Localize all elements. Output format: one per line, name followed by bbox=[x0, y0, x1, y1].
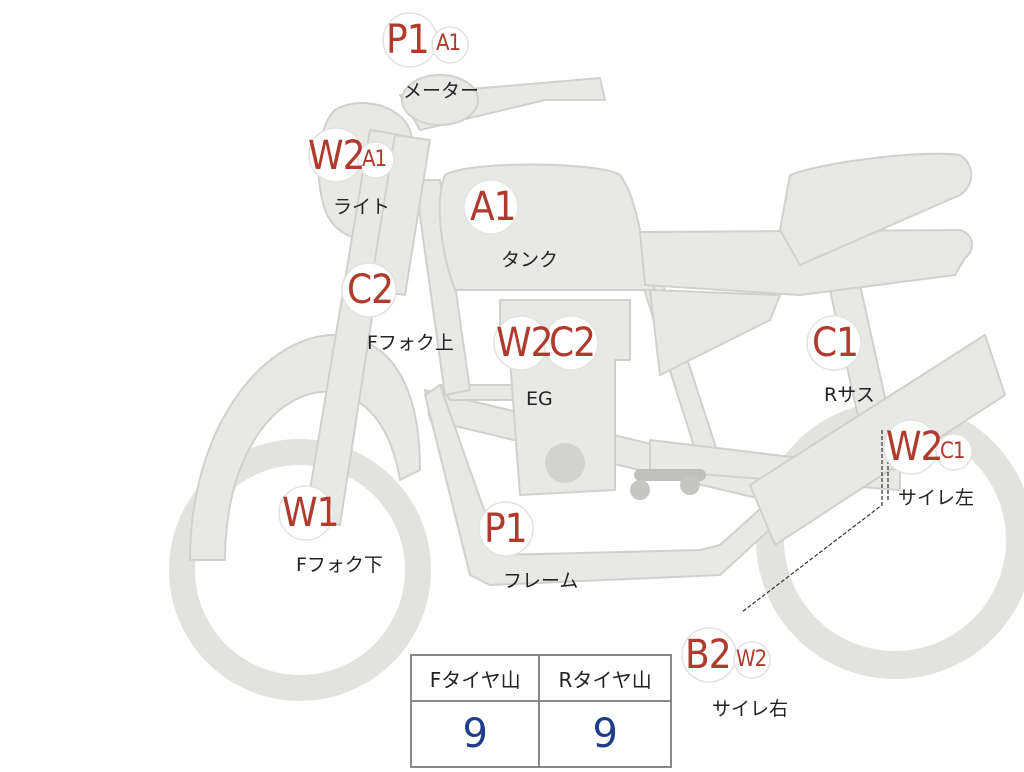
muffler-left-label: サイレ左 bbox=[898, 487, 975, 509]
meter-grade-primary: P1 bbox=[386, 17, 430, 63]
rsus-grade: C1 bbox=[812, 320, 859, 366]
light-grade-primary: W2 bbox=[308, 133, 365, 179]
meter-label: メーター bbox=[403, 80, 480, 102]
muffler-left-grade-secondary: C1 bbox=[940, 439, 965, 464]
frame-grade: P1 bbox=[484, 506, 528, 552]
meter-grade-secondary: A1 bbox=[436, 31, 461, 56]
rear-tire-header: Rタイヤ山 bbox=[538, 654, 672, 702]
tire-tread-table: Fタイヤ山 Rタイヤ山 9 9 bbox=[409, 654, 672, 768]
front-fender bbox=[189, 334, 421, 561]
rsus-label: Rサス bbox=[824, 384, 875, 406]
rear-tire-value: 9 bbox=[538, 700, 672, 768]
light-label: ライト bbox=[333, 196, 391, 218]
engine-label: EG bbox=[526, 388, 553, 410]
muffler-right-grade-secondary: W2 bbox=[736, 647, 767, 672]
muffler-right-label: サイレ右 bbox=[712, 698, 789, 720]
engine-grade-primary: W2 bbox=[496, 320, 553, 366]
ffork-upper-label: Fフォク上 bbox=[367, 332, 454, 354]
muffler bbox=[749, 334, 1006, 546]
muffler-left-grade-primary: W2 bbox=[886, 424, 943, 470]
ffork-upper-grade: C2 bbox=[347, 267, 394, 313]
engine-grade-secondary: C2 bbox=[549, 320, 596, 366]
tank-grade: A1 bbox=[470, 184, 516, 230]
ffork-lower-label: Fフォク下 bbox=[296, 554, 383, 576]
frame-label: フレーム bbox=[503, 570, 579, 592]
ffork-lower-grade: W1 bbox=[282, 490, 339, 536]
muffler-right-grade-primary: B2 bbox=[685, 632, 732, 678]
front-tire-value: 9 bbox=[409, 700, 541, 768]
tank-label: タンク bbox=[501, 249, 559, 271]
front-wheel bbox=[169, 439, 431, 701]
light-grade-secondary: A1 bbox=[362, 147, 387, 172]
front-tire-header: Fタイヤ山 bbox=[409, 654, 541, 702]
